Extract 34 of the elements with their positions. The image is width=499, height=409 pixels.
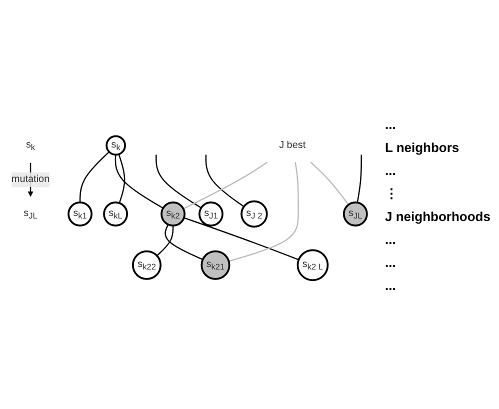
node-circle: s$_{k1}$ [68, 202, 92, 227]
edge-label: mutation [11, 174, 50, 186]
ellipsis: ... [385, 162, 397, 178]
connector [156, 155, 202, 209]
connector [79, 152, 110, 203]
node-circle: s$_{k22}$ [132, 250, 162, 280]
node-circle: s$_{kL}$ [103, 202, 128, 227]
ellipsis: ... [385, 116, 397, 132]
bracket-label: L neighbors [385, 140, 460, 154]
connector [184, 218, 299, 261]
connector [356, 155, 362, 204]
node-circle: s$_{JL}$ [342, 202, 368, 227]
ellipsis: ... [385, 254, 397, 270]
ellipsis: ⋮ [385, 186, 399, 200]
ellipsis: ... [385, 278, 397, 292]
node-text: s$_{JL}$ [24, 208, 38, 221]
node-circle: s$_{k}$ [106, 136, 126, 156]
connector [183, 162, 268, 210]
node-circle: s$_{k21}$ [200, 250, 230, 280]
node-circle: s$_{J 2}$ [240, 200, 268, 228]
connector [310, 162, 349, 206]
connector [205, 155, 244, 208]
node-circle: s$_{k2}$ [160, 202, 186, 227]
connector [164, 224, 204, 261]
connector [118, 154, 126, 204]
node-circle: s$_{k2 L}$ [296, 250, 329, 282]
bracket-label: J neighborhoods [385, 208, 492, 224]
node-text: s$_{k}$ [26, 140, 36, 152]
ellipsis: ... [385, 232, 397, 246]
connector [156, 226, 174, 257]
node-circle: s$_{J1}$ [198, 202, 224, 227]
connector [114, 155, 164, 210]
connector [228, 162, 299, 262]
node-text: J best [279, 140, 306, 151]
